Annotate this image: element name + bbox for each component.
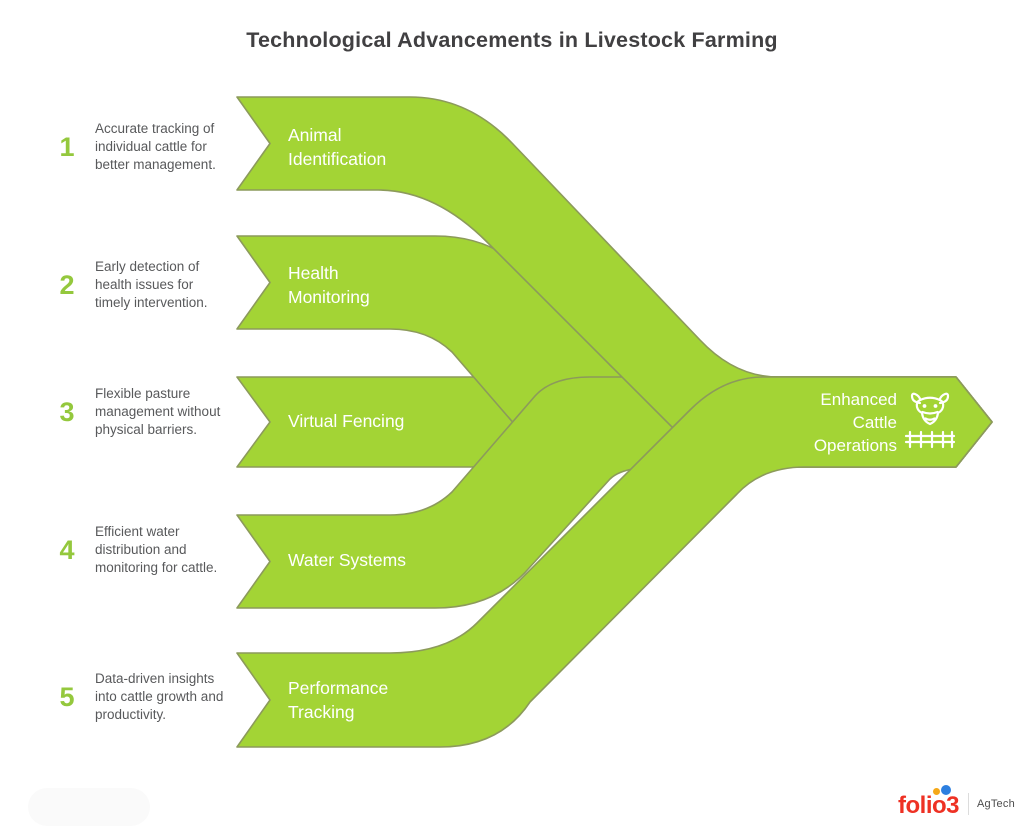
band-label-virtual-fencing: Virtual Fencing bbox=[288, 411, 405, 431]
step-number: 4 bbox=[59, 534, 75, 565]
footer-logo: folio3 AgTech bbox=[898, 781, 1015, 821]
list-item-4: 4 Efficient water distribution and monit… bbox=[50, 523, 240, 577]
step-description: Early detection of health issues for tim… bbox=[95, 259, 208, 310]
logo-yellow-dot-icon bbox=[933, 787, 940, 795]
page-title: Technological Advancements in Livestock … bbox=[246, 28, 778, 52]
step-description: Efficient water distribution and monitor… bbox=[95, 524, 218, 575]
faded-watermark-area bbox=[28, 788, 150, 826]
folio3-logo: folio3 bbox=[898, 784, 960, 819]
step-number: 3 bbox=[59, 396, 75, 427]
fence-icon bbox=[904, 430, 956, 449]
band-label-water-systems: Water Systems bbox=[288, 550, 406, 570]
step-number: 5 bbox=[59, 681, 75, 712]
list-item-5: 5 Data-driven insights into cattle growt… bbox=[50, 670, 240, 724]
brand-tagline: AgTech bbox=[977, 798, 1015, 810]
step-description: Data-driven insights into cattle growth … bbox=[95, 671, 224, 722]
logo-blue-dot-icon bbox=[941, 784, 951, 795]
band-label-health-monitoring: Health Monitoring bbox=[288, 263, 370, 307]
step-number: 1 bbox=[59, 131, 75, 162]
brand-name: folio3 bbox=[898, 791, 960, 819]
cattle-icon bbox=[904, 392, 956, 449]
logo-divider bbox=[968, 793, 969, 815]
band-performance-tracking bbox=[236, 376, 993, 748]
step-description: Flexible pasture management without phys… bbox=[95, 386, 221, 437]
band-label-performance-tracking: Performance Tracking bbox=[288, 678, 389, 722]
list-item-2: 2 Early detection of health issues for t… bbox=[50, 258, 240, 312]
step-description: Accurate tracking of individual cattle f… bbox=[95, 121, 216, 172]
list-item-1: 1 Accurate tracking of individual cattle… bbox=[50, 120, 240, 174]
result-label: Enhanced Cattle Operations bbox=[813, 390, 897, 455]
list-item-3: 3 Flexible pasture management without ph… bbox=[50, 385, 240, 439]
step-number: 2 bbox=[59, 269, 75, 300]
band-label-animal-identification: Animal Identification bbox=[288, 125, 387, 169]
